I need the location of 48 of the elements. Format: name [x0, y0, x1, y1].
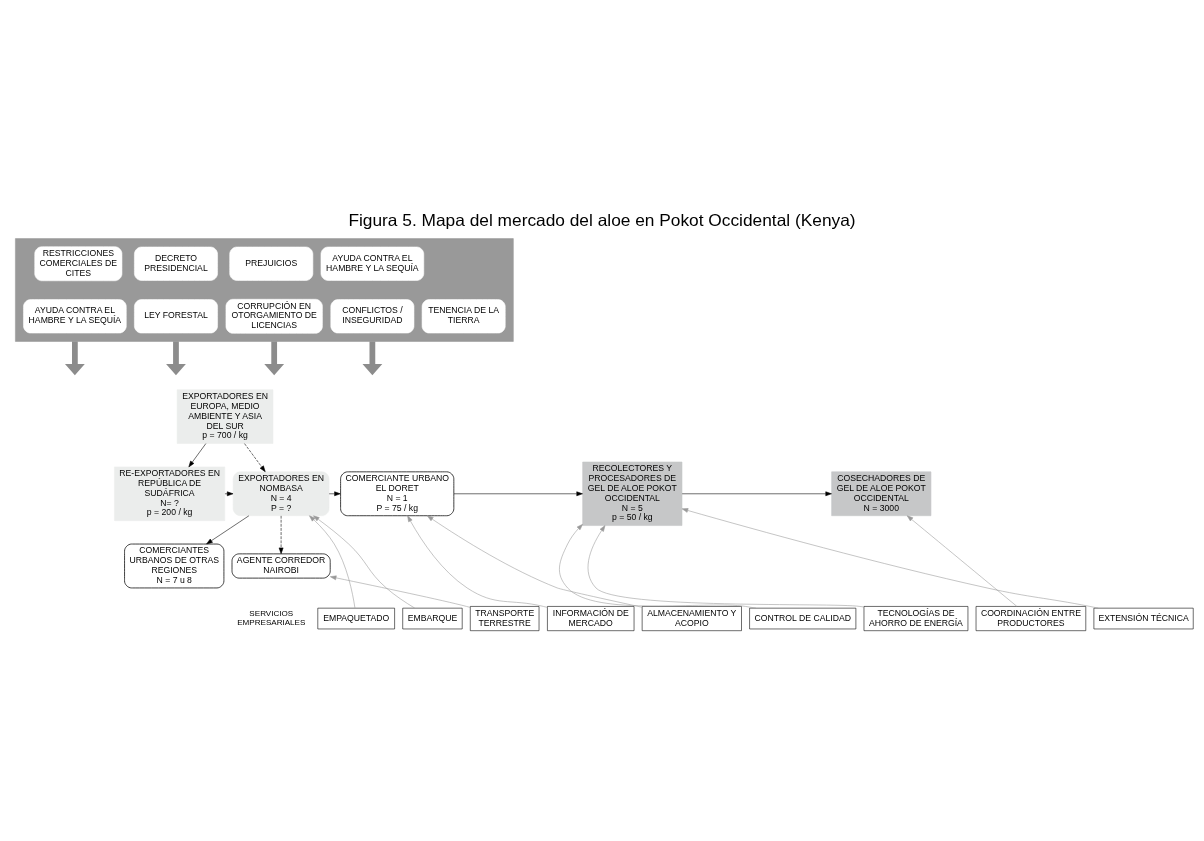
node-box: EXPORTADORES EN EUROPA, MEDIO AMBIENTE Y ASIA DEL SUR p = 700 / kg [176, 389, 274, 444]
arrow [244, 443, 266, 472]
arrow [166, 341, 186, 376]
arrow [328, 491, 341, 497]
node-box: EXTENSIÓN TÉCNICA [1093, 607, 1194, 630]
node-box: EMBARQUE [402, 607, 463, 630]
cluster [15, 238, 514, 342]
arrow [587, 525, 865, 608]
arrow [681, 508, 1099, 609]
arrow [453, 491, 583, 497]
arrow [188, 443, 207, 468]
node-box: CONTROL DE CALIDAD [749, 607, 857, 630]
arrow [330, 575, 471, 608]
arrow [278, 515, 284, 554]
arrow [206, 515, 250, 545]
node-box: TRANSPORTE TERRESTRE [470, 606, 540, 631]
node-box: AYUDA CONTRA EL HAMBRE Y LA SEQUÍA [320, 246, 425, 281]
arrow [362, 341, 383, 376]
node-box: COMERCIANTE URBANO EL DORET N = 1 P = 75 / kg [340, 471, 455, 517]
node-box: COMERCIANTES URBANOS DE OTRAS REGIONES N = 7 u 8 [124, 543, 225, 589]
node-box: AGENTE CORREDOR NAIROBI [231, 553, 331, 579]
node-box: CORRUPCIÓN EN OTORGAMIENTO DE LICENCIAS [225, 298, 323, 334]
arrow [906, 515, 1018, 607]
arrow [309, 515, 356, 609]
arrow [427, 515, 643, 608]
arrow [264, 341, 285, 376]
node-box: DECRETO PRESIDENCIAL [134, 246, 218, 281]
arrow [681, 491, 832, 497]
arrow [313, 515, 415, 609]
node-box: EXPORTADORES EN NOMBASA N = 4 P = ? [232, 471, 330, 516]
node-box: TECNOLOGÍAS DE AHORRO DE ENERGÍA [863, 606, 969, 631]
node-box: COORDINACIÓN ENTRE PRODUCTORES [975, 606, 1087, 631]
node-box: INFORMACIÓN DE MERCADO [547, 606, 635, 631]
arrow [407, 515, 548, 608]
node-box: RESTRICCIONES COMERCIALES DE CITES [34, 246, 123, 282]
arrow [64, 341, 85, 376]
node-box: COSECHADORES DE GEL DE ALOE POKOT OCCIDENTAL N = 3000 [831, 471, 932, 516]
node-box: PREJUICIOS [229, 246, 314, 281]
node-box: AYUDA CONTRA EL HAMBRE Y LA SEQUÍA [23, 299, 127, 334]
node-box: CONFLICTOS / INSEGURIDAD [330, 299, 415, 334]
node-box: RECOLECTORES Y PROCESADORES DE GEL DE ALOE POKOT OCCIDENTAL N = 5 p = 50 / kg [582, 461, 683, 526]
arrow [224, 491, 234, 497]
arrow [559, 524, 757, 609]
node-box: EMPAQUETADO [317, 607, 395, 630]
node-box: TENENCIA DE LA TIERRA [421, 299, 506, 334]
node-box: ALMACENAMIENTO Y ACOPIO [641, 606, 742, 631]
node-box: LEY FORESTAL [134, 299, 218, 334]
diagram-title: Figura 5. Mapa del mercado del aloe en Pokot Occidental (Kenya) [348, 210, 856, 231]
